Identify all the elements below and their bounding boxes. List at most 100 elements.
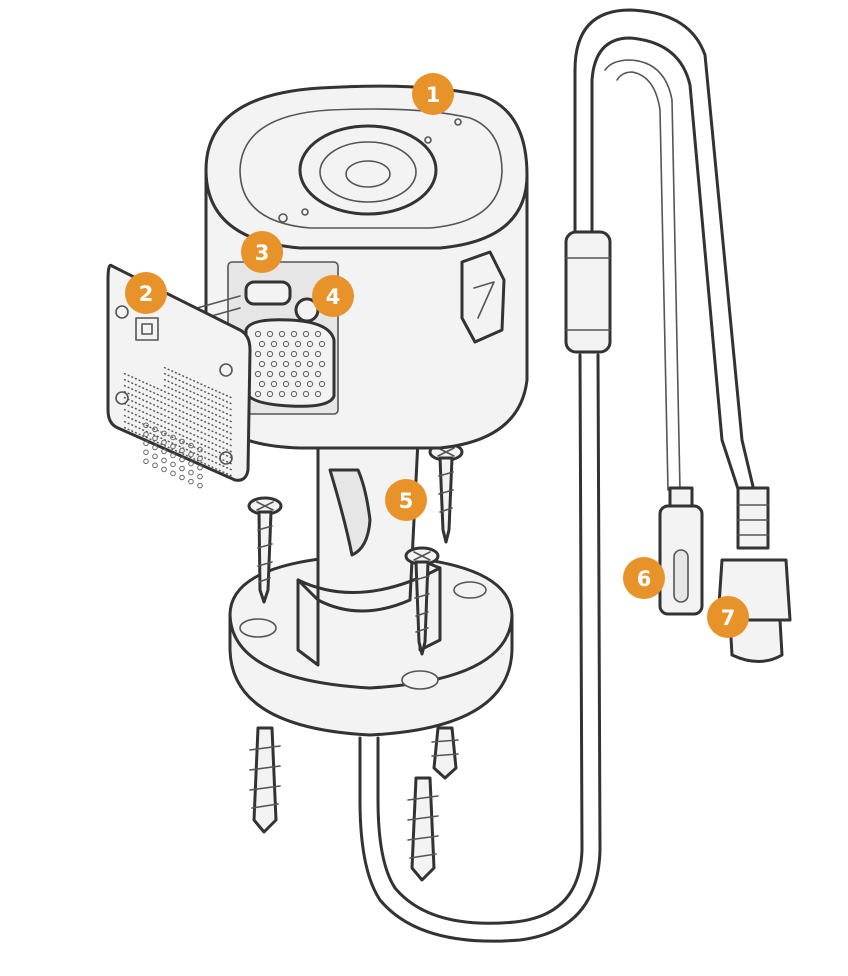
cover-dot	[143, 458, 149, 465]
connector-pin	[278, 370, 286, 378]
connector-pin	[318, 340, 326, 348]
cover-dot	[179, 474, 185, 481]
connector-pin	[290, 330, 298, 338]
cable	[358, 8, 757, 943]
connector-pin	[290, 350, 298, 358]
callout-6: 6	[623, 557, 665, 599]
cover-dot	[143, 431, 149, 438]
callout-6-label: 6	[637, 567, 652, 591]
connector-pin	[266, 330, 274, 338]
cover-dot	[179, 465, 185, 472]
camera-compartment	[227, 261, 339, 415]
cover-dot	[179, 438, 185, 445]
cover-label-line	[163, 372, 233, 405]
callout-5-circle	[385, 479, 427, 521]
cover-dot	[197, 455, 203, 462]
connector-pin	[282, 340, 290, 348]
callout-2-label: 2	[139, 282, 154, 306]
connector-pin	[294, 380, 302, 388]
cover-dot	[152, 453, 158, 460]
callout-1-label: 1	[426, 83, 441, 107]
cover-dot	[188, 460, 194, 467]
callout-7: 7	[707, 596, 749, 638]
cover-dot	[161, 457, 167, 464]
cover-dot	[197, 482, 203, 489]
callout-3-label: 3	[255, 241, 270, 265]
cover-dot	[188, 451, 194, 458]
callout-6-circle	[623, 557, 665, 599]
connector-pins	[254, 330, 326, 398]
connector-pin	[258, 360, 266, 368]
cover-dot	[179, 447, 185, 454]
cover-dot	[170, 470, 176, 477]
cover-dot	[161, 466, 167, 473]
connector-pin	[282, 380, 290, 388]
connector-pin	[290, 370, 298, 378]
connector-pin	[318, 380, 326, 388]
cover-label-line	[163, 384, 233, 417]
connector-pin	[278, 390, 286, 398]
connector-pin	[266, 350, 274, 358]
connector-pin	[302, 370, 310, 378]
cover-dot	[143, 440, 149, 447]
cover-dot	[170, 461, 176, 468]
connector-pin	[318, 360, 326, 368]
callout-1-circle	[412, 73, 454, 115]
connector-pin	[254, 370, 262, 378]
connector-pin	[302, 350, 310, 358]
cover-dot	[188, 469, 194, 476]
callout-7-label: 7	[721, 606, 736, 630]
cover-dot	[197, 473, 203, 480]
connector-pin	[266, 370, 274, 378]
connector-pin	[302, 390, 310, 398]
connector-pin	[258, 340, 266, 348]
connector-pin	[314, 390, 322, 398]
connector-pin	[278, 330, 286, 338]
callout-3: 3	[241, 231, 283, 273]
callout-5: 5	[385, 479, 427, 521]
connector-pin	[270, 340, 278, 348]
connector-pin	[254, 330, 262, 338]
cable-sleeve	[564, 230, 612, 354]
cover-dot	[197, 446, 203, 453]
cover-dot	[179, 456, 185, 463]
connector-pin	[254, 350, 262, 358]
connector-pin	[278, 350, 286, 358]
cover-label-text	[123, 366, 233, 489]
connector-pin	[314, 370, 322, 378]
callout-5-label: 5	[399, 489, 414, 513]
callout-4-circle	[312, 275, 354, 317]
power-plug	[658, 486, 704, 616]
connector-pin	[282, 360, 290, 368]
connector-pin	[306, 340, 314, 348]
cover-dot	[152, 426, 158, 433]
cover-dot	[143, 422, 149, 429]
cover-dot	[170, 443, 176, 450]
cover-dot	[152, 444, 158, 451]
cover-label-line	[163, 366, 233, 399]
connector-pin	[306, 360, 314, 368]
connector-pin	[270, 360, 278, 368]
callout-2-circle	[125, 272, 167, 314]
cover-dot	[143, 449, 149, 456]
callout-3-circle	[241, 231, 283, 273]
callout-4-label: 4	[326, 285, 341, 309]
cover-dot	[188, 478, 194, 485]
connector-pin	[266, 390, 274, 398]
connector-pin	[314, 350, 322, 358]
connector-pin	[302, 330, 310, 338]
callout-7-circle	[707, 596, 749, 638]
cover-dot	[170, 452, 176, 459]
connector-pin	[254, 390, 262, 398]
wall-anchors	[249, 726, 459, 882]
callout-2: 2	[125, 272, 167, 314]
callout-1: 1	[412, 73, 454, 115]
connector-pin	[294, 360, 302, 368]
cover-dot	[161, 448, 167, 455]
connector-pin	[258, 380, 266, 388]
connector-pin	[290, 390, 298, 398]
cover-dot	[188, 442, 194, 449]
cover-dot	[152, 462, 158, 469]
